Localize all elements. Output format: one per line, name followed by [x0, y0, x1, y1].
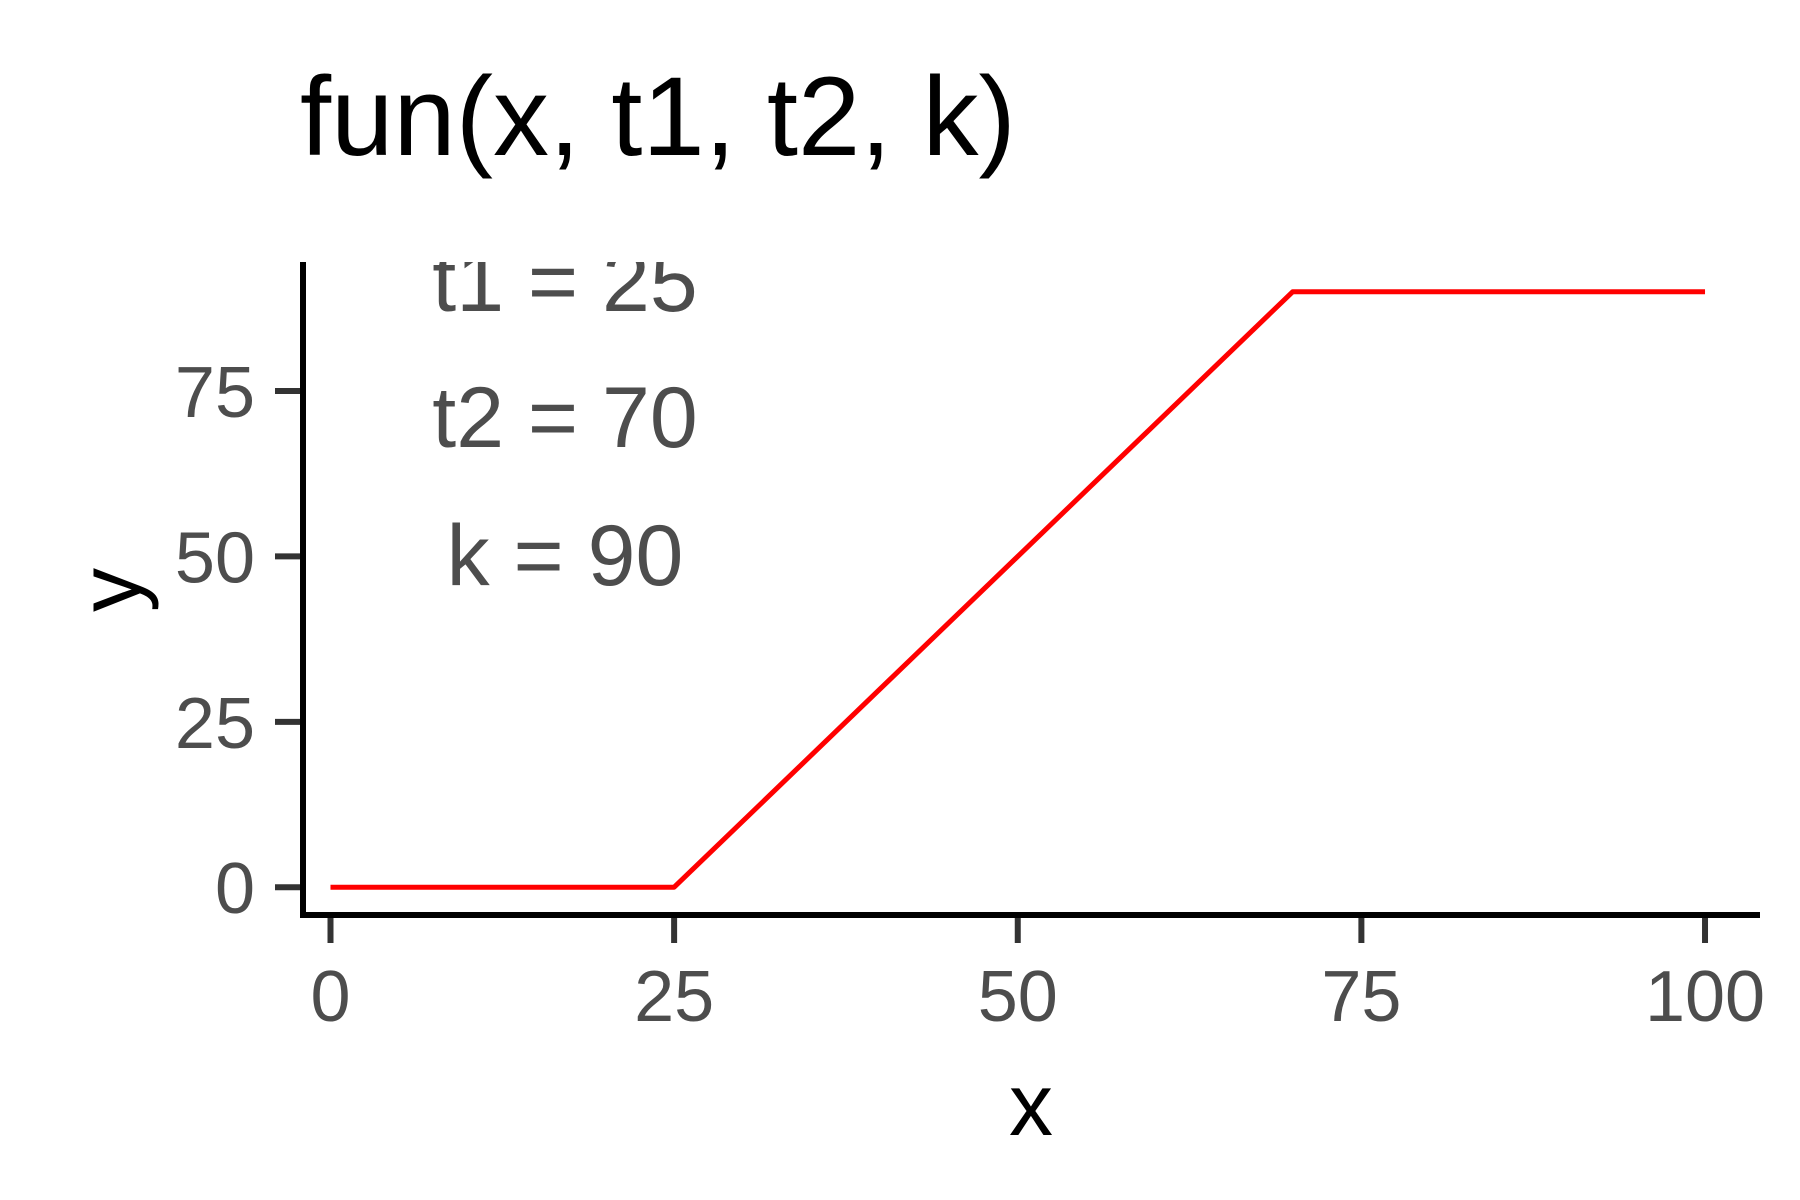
- x-tick-label-75: 75: [1321, 957, 1401, 1037]
- x-axis-ticks: 0 25 50 75 100: [310, 918, 1765, 1037]
- annotation-t2: t2 = 70: [432, 370, 697, 466]
- y-tick-label-75: 75: [175, 353, 255, 433]
- annotation-k: k = 90: [447, 508, 684, 604]
- y-tick-label-0: 0: [215, 849, 255, 929]
- annotation-t1: t1 = 25: [432, 234, 697, 330]
- x-tick-label-0: 0: [310, 957, 350, 1037]
- series-layer: [330, 289, 1706, 890]
- series-line-0: [330, 289, 1706, 890]
- chart-title: fun(x, t1, t2, k): [300, 54, 1016, 179]
- y-tick-label-25: 25: [175, 684, 255, 764]
- x-axis-title: x: [1009, 1055, 1053, 1154]
- x-tick-label-25: 25: [634, 957, 714, 1037]
- y-tick-label-50: 50: [175, 518, 255, 598]
- x-tick-label-50: 50: [978, 957, 1058, 1037]
- annotations: t1 = 25 t2 = 70 k = 90: [432, 234, 697, 604]
- y-axis-title: y: [60, 568, 159, 612]
- x-tick-label-100: 100: [1645, 957, 1765, 1037]
- y-axis-ticks: 0 25 50 75: [175, 353, 300, 929]
